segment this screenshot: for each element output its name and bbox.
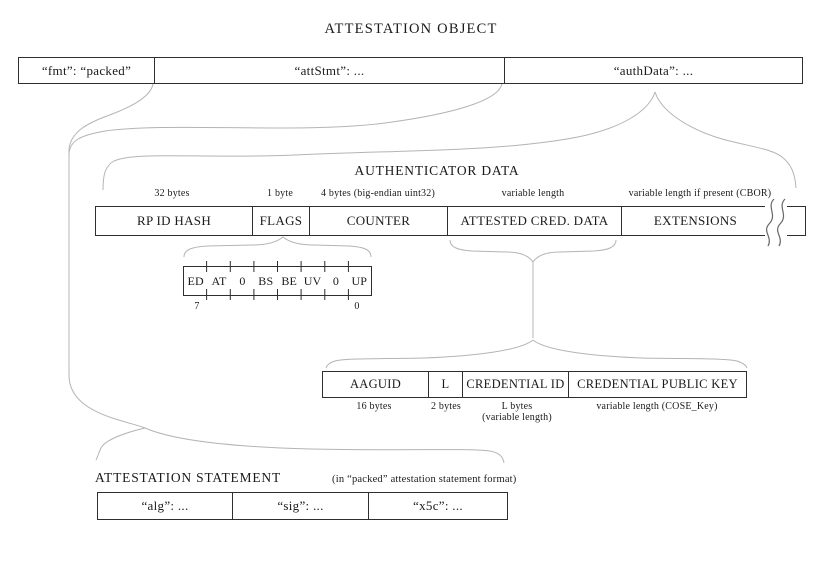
bit-index-lsb: 0 — [354, 301, 360, 312]
attestation-statement-row: “alg”: ... “sig”: ... “x5c”: ... — [97, 492, 508, 520]
bit-index-msb: 7 — [194, 301, 200, 312]
field-alg: “alg”: ... — [98, 493, 233, 519]
bit-bs: BS — [258, 273, 274, 288]
attestation-object-row: “fmt”: “packed” “attStmt”: ... “authData… — [18, 57, 803, 84]
size-label-credential-id-line1: L bytes — [501, 401, 533, 412]
size-label-credential-id-line2: (variable length) — [482, 412, 552, 423]
attestation-statement-heading: ATTESTATION STATEMENT — [95, 470, 281, 485]
attstmt-connector-left — [68, 83, 154, 151]
field-attstmt: “attStmt”: ... — [155, 58, 505, 83]
authenticator-data-heading: AUTHENTICATOR DATA — [354, 163, 520, 178]
field-counter: COUNTER — [310, 207, 448, 235]
size-label-attested-cred-data: variable length — [501, 188, 565, 199]
field-authdata: “authData”: ... — [613, 62, 694, 78]
size-label-credential-public-key: variable length (COSE_Key) — [596, 401, 718, 412]
field-fmt: “fmt”: “packed” — [19, 58, 155, 83]
attestation-statement-brace-left — [95, 427, 146, 461]
field-aaguid: AAGUID — [323, 372, 429, 397]
field-extensions: EXTENSIONS — [653, 213, 738, 228]
diagram-title: ATTESTATION OBJECT — [324, 21, 498, 37]
field-credential-id: CREDENTIAL ID — [463, 372, 569, 397]
size-label-flags: 1 byte — [267, 188, 293, 199]
bit-up: UP — [351, 273, 368, 288]
size-label-credential-id: L bytes (variable length) — [482, 401, 552, 423]
bit-be: BE — [281, 273, 298, 288]
size-label-extensions: variable length if present (CBOR) — [628, 188, 772, 199]
attestation-statement-brace-right — [144, 427, 505, 464]
size-label-rp-id-hash: 32 bytes — [154, 188, 190, 199]
bit-ed: ED — [187, 273, 204, 288]
size-label-l: 2 bytes — [430, 401, 462, 412]
bit-at: AT — [211, 273, 227, 288]
attested-cred-brace-bottom-right — [532, 339, 748, 369]
bit-rfu-1: 0 — [332, 273, 340, 288]
field-sig: “sig”: ... — [233, 493, 369, 519]
bit-uv: UV — [303, 273, 322, 288]
authenticator-data-row: RP ID HASH FLAGS COUNTER ATTESTED CRED. … — [95, 206, 806, 236]
flags-bits-box: ED AT 0 BS BE UV 0 UP — [183, 266, 372, 296]
field-x5c: “x5c”: ... — [413, 498, 463, 513]
attstmt-connector-right — [68, 83, 503, 156]
field-credential-public-key: CREDENTIAL PUBLIC KEY — [577, 377, 738, 391]
field-attested-cred-data: ATTESTED CRED. DATA — [448, 207, 622, 235]
flags-brace — [183, 236, 372, 258]
attested-cred-brace-bottom-left — [325, 339, 534, 369]
field-l: L — [429, 372, 463, 397]
attested-cred-brace-top — [449, 239, 617, 263]
attested-cred-data-row: AAGUID L CREDENTIAL ID CREDENTIAL PUBLIC… — [322, 371, 747, 398]
attstmt-connector-stem — [68, 150, 146, 429]
size-label-aaguid: 16 bytes — [356, 401, 392, 412]
bit-rfu-6: 0 — [239, 273, 246, 288]
authdata-brace-right — [654, 91, 797, 189]
size-label-counter: 4 bytes (big-endian uint32) — [321, 188, 435, 199]
attestation-statement-subheading: (in “packed” attestation statement forma… — [332, 474, 517, 485]
field-flags: FLAGS — [253, 207, 310, 235]
field-rp-id-hash: RP ID HASH — [96, 207, 253, 235]
